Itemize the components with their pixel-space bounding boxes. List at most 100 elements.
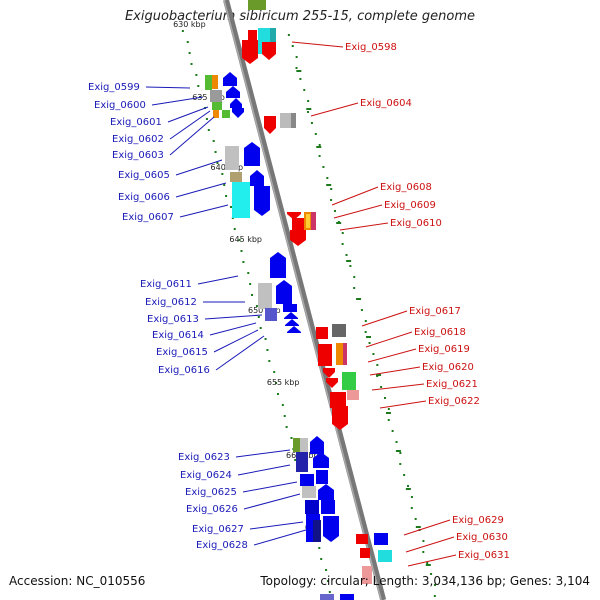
- gc-tick: [257, 316, 260, 318]
- gene-arrow-up: [250, 170, 264, 186]
- gene-block: [212, 75, 218, 89]
- gene-label-exig_0611: Exig_0611: [140, 279, 192, 290]
- gc-tick: [214, 151, 217, 153]
- gene-block: [311, 212, 316, 230]
- gene-block: [362, 566, 372, 584]
- gc-tick: [259, 327, 262, 329]
- gene-label-exig_0606: Exig_0606: [118, 192, 170, 203]
- gc-tick: [375, 374, 381, 376]
- gene-label-exig_0605: Exig_0605: [118, 170, 170, 181]
- gc-tick: [316, 146, 322, 148]
- gc-tick: [364, 320, 367, 322]
- gc-tick: [229, 206, 232, 208]
- gene-label-exig_0626: Exig_0626: [186, 504, 238, 515]
- gc-tick: [294, 459, 297, 461]
- gene-arrow-down: [262, 42, 276, 60]
- gene-arrow-up: [226, 86, 240, 98]
- gene-block: [321, 500, 335, 514]
- gc-tick: [233, 228, 236, 230]
- kbp-label: 650 kbp: [248, 306, 281, 315]
- genome-backbone: [223, 0, 387, 600]
- kbp-label: 665 kbp: [305, 523, 338, 532]
- gc-tick: [242, 261, 245, 263]
- gene-arrow-up: [318, 484, 334, 500]
- gc-tick: [273, 371, 276, 373]
- map-title: Exiguobacterium sibiricum 255-15, comple…: [124, 9, 476, 24]
- gc-tick: [188, 52, 191, 54]
- gc-tick: [291, 45, 294, 47]
- gene-block: [340, 594, 354, 600]
- gc-tick: [391, 430, 394, 432]
- gene-arrow-up: [285, 319, 299, 326]
- gene-block: [212, 102, 222, 110]
- gc-tick: [290, 437, 293, 439]
- leader-line: [235, 449, 291, 458]
- kbp-label: 655 kbp: [267, 378, 300, 387]
- kbp-label: 645 kbp: [229, 235, 262, 244]
- gc-tick: [356, 298, 362, 300]
- gene-block: [378, 550, 392, 562]
- gc-tick: [366, 336, 372, 338]
- gene-label-exig_0610: Exig_0610: [390, 218, 442, 229]
- gene-block: [313, 520, 321, 542]
- gc-tick: [238, 239, 241, 241]
- gene-block: [356, 534, 368, 544]
- leader-line: [369, 366, 421, 376]
- gc-tick: [364, 331, 367, 333]
- leader-line: [367, 348, 417, 363]
- leader-line: [291, 41, 344, 48]
- gene-arrow-up: [287, 326, 301, 333]
- gc-tick: [353, 287, 356, 289]
- gene-arrow-up: [310, 436, 324, 454]
- leader-line: [379, 400, 427, 409]
- gc-tick: [223, 184, 226, 186]
- gene-block: [296, 452, 308, 472]
- gene-label-exig_0617: Exig_0617: [409, 306, 461, 317]
- gene-arrow-up: [284, 312, 298, 319]
- gene-label-exig_0598: Exig_0598: [345, 42, 397, 53]
- gene-arrow-up: [244, 142, 260, 166]
- gc-tick: [405, 488, 411, 490]
- topology-text: Topology: circular; Length: 3,034,136 bp…: [260, 574, 590, 588]
- gc-tick: [433, 595, 436, 597]
- gc-tick: [422, 551, 425, 553]
- gc-tick: [225, 195, 228, 197]
- gc-tick: [410, 496, 413, 498]
- gene-label-exig_0628: Exig_0628: [196, 540, 248, 551]
- gene-label-exig_0631: Exig_0631: [458, 550, 510, 561]
- gene-block: [330, 392, 346, 408]
- gene-block: [293, 438, 301, 452]
- gene-arrow-down: [232, 108, 244, 118]
- gene-block: [213, 110, 219, 118]
- gc-tick: [328, 591, 331, 593]
- leader-line: [403, 519, 451, 536]
- gc-tick: [287, 34, 290, 36]
- gene-block: [316, 470, 328, 484]
- gene-arrow-up: [270, 252, 286, 278]
- gc-tick: [330, 188, 333, 190]
- gene-block: [316, 327, 328, 339]
- gc-tick: [368, 342, 371, 344]
- gene-label-exig_0620: Exig_0620: [422, 362, 474, 373]
- gene-arrow-up: [230, 98, 242, 108]
- leader-line: [333, 204, 383, 219]
- gc-tick: [195, 74, 198, 76]
- leader-line: [339, 222, 389, 231]
- gene-block: [225, 146, 239, 170]
- gc-tick: [251, 294, 254, 296]
- gene-block: [302, 486, 316, 498]
- gc-tick: [268, 360, 271, 362]
- gc-tick: [345, 254, 348, 256]
- gc-tick: [296, 70, 302, 72]
- gc-tick: [299, 78, 302, 80]
- gene-label-exig_0602: Exig_0602: [112, 134, 164, 145]
- gc-tick: [325, 569, 328, 571]
- gc-tick: [422, 540, 425, 542]
- leader-line: [215, 335, 265, 371]
- gc-tick: [341, 243, 344, 245]
- gene-label-exig_0619: Exig_0619: [418, 344, 470, 355]
- gene-label-exig_0604: Exig_0604: [360, 98, 412, 109]
- gc-tick: [326, 177, 329, 179]
- gc-tick: [383, 397, 386, 399]
- gene-block: [306, 214, 310, 228]
